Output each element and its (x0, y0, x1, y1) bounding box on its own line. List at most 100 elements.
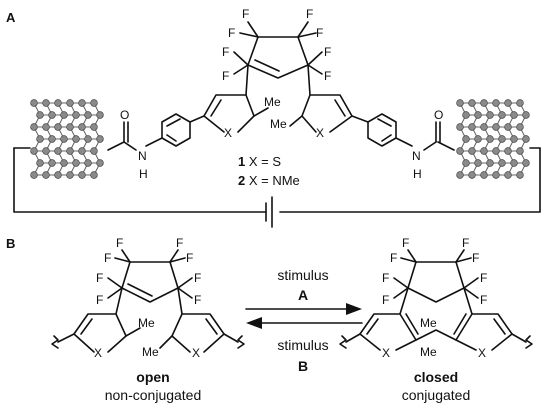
carbon-atom (504, 171, 512, 179)
carbon-atom (84, 111, 92, 119)
carbon-atom (48, 159, 56, 167)
carbon-atom (54, 99, 62, 107)
carbon-atom (492, 147, 500, 155)
hydrogen-atom: H (139, 167, 148, 181)
panel-b-label: B (6, 236, 15, 251)
carbon-atom (486, 111, 494, 119)
carbon-atom (456, 147, 464, 155)
fluorine-atom: F (186, 251, 193, 265)
carbon-atom (84, 159, 92, 167)
carbon-atom (474, 111, 482, 119)
fluorine-atom: F (382, 271, 389, 285)
carbon-atom (510, 159, 518, 167)
fluorine-atom: F (116, 236, 123, 250)
fluorine-atom: F (382, 293, 389, 307)
fluorine-atom: F (402, 236, 409, 250)
carbon-atom (60, 135, 68, 143)
fluorine-atom: F (472, 251, 479, 265)
carbon-atom (498, 111, 506, 119)
carbon-atom (66, 99, 74, 107)
equilibrium-arrows: stimulus A stimulus B (245, 267, 363, 374)
methyl-group: Me (420, 345, 437, 359)
carbon-atom (492, 99, 500, 107)
carbon-atom (456, 123, 464, 131)
carbon-atom (462, 111, 470, 119)
carbon-atom (48, 111, 56, 119)
fluorine-atom: F (242, 7, 249, 21)
carbon-atom (462, 135, 470, 143)
carbon-atom (492, 123, 500, 131)
carbon-atom (522, 111, 530, 119)
carbon-atom (72, 111, 80, 119)
closed-state-title: closed (414, 369, 458, 385)
compound-number: 1 (238, 154, 245, 169)
circuit-wiring (13, 147, 541, 213)
right-phenyl-amide: N H O (351, 108, 455, 181)
fluorine-atom: F (222, 45, 229, 59)
fluorine-atom: F (194, 293, 201, 307)
compound-formula: X = S (245, 154, 281, 169)
carbon-atom (510, 111, 518, 119)
fluorine-atom: F (222, 69, 229, 83)
carbon-nanotube-electrode-right (456, 99, 530, 179)
closed-state-description: conjugated (402, 387, 471, 403)
carbon-atom (54, 147, 62, 155)
compound-number: 2 (238, 173, 245, 188)
carbon-atom (42, 123, 50, 131)
carbon-atom (504, 123, 512, 131)
forward-stimulus-label: stimulus (277, 267, 328, 283)
carbon-atom (468, 171, 476, 179)
compound-formula: X = NMe (245, 173, 300, 188)
carbon-atom (60, 111, 68, 119)
left-heterocycle-top: X Me (203, 64, 281, 140)
carbon-atom (474, 135, 482, 143)
carbon-atom (522, 159, 530, 167)
reverse-arrowhead (246, 317, 262, 329)
left-phenyl-amide: N H O (107, 108, 205, 181)
carbon-atom (516, 171, 524, 179)
fluorine-atom: F (390, 251, 397, 265)
carbon-atom (504, 99, 512, 107)
carbon-atom (42, 147, 50, 155)
nitrogen-atom: N (138, 149, 147, 163)
carbon-atom (522, 135, 530, 143)
carbon-atom (486, 135, 494, 143)
closed-isomer-structure: F F F F F F F F X X Me Me (339, 236, 533, 360)
fluorine-atom: F (306, 7, 313, 21)
oxygen-atom: O (434, 108, 443, 122)
open-isomer-structure: F F F F F F F F X Me X Me (51, 236, 245, 360)
fluorine-atom: F (96, 293, 103, 307)
carbon-atom (480, 171, 488, 179)
heteroatom-x: X (192, 346, 200, 360)
carbon-atom (462, 159, 470, 167)
carbon-atom (480, 99, 488, 107)
carbon-atom (78, 147, 86, 155)
carbon-atom (48, 135, 56, 143)
carbon-atom (90, 123, 98, 131)
carbon-atom (474, 159, 482, 167)
carbon-atom (30, 171, 38, 179)
methyl-group: Me (142, 345, 159, 359)
carbon-atom (36, 135, 44, 143)
carbon-atom (516, 147, 524, 155)
carbon-atom (30, 99, 38, 107)
carbon-atom (504, 147, 512, 155)
fluorine-atom: F (228, 26, 235, 40)
carbon-atom (498, 135, 506, 143)
stimulus-a-label: A (298, 287, 308, 303)
carbon-atom (468, 123, 476, 131)
carbon-atom (30, 147, 38, 155)
methyl-group: Me (138, 316, 155, 330)
carbon-atom (78, 171, 86, 179)
carbon-atom (42, 99, 50, 107)
carbon-atom (30, 123, 38, 131)
carbon-atom (36, 111, 44, 119)
carbon-atom (54, 123, 62, 131)
carbon-atom (66, 171, 74, 179)
methyl-group: Me (264, 95, 281, 109)
heteroatom-x: X (382, 346, 390, 360)
carbon-atom (96, 159, 104, 167)
fluorine-atom: F (176, 236, 183, 250)
fluorine-atom: F (324, 69, 331, 83)
